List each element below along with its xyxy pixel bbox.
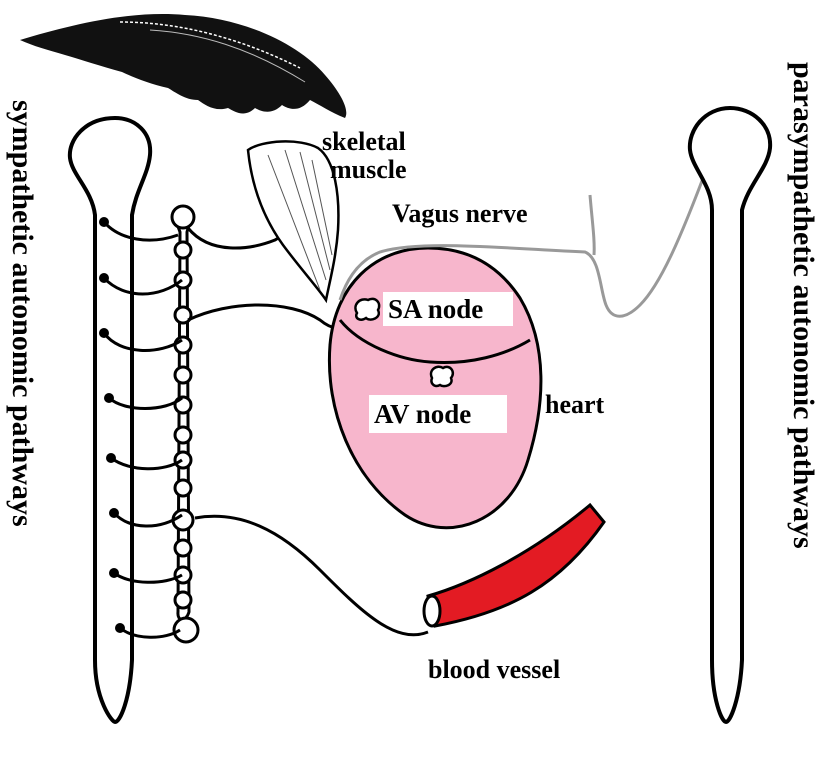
- parasympathetic-pathways-label: parasympathetic autonomic pathways: [787, 62, 820, 549]
- skeletal-muscle-shape: [246, 140, 340, 304]
- sympathetic-pathways-label: sympathetic autonomic pathways: [6, 100, 39, 527]
- av-node-label: AV node: [374, 399, 471, 429]
- skeletal-muscle-label-line1: skeletal: [322, 127, 406, 156]
- wing-illustration: [20, 14, 347, 118]
- heart-inner-line: [338, 319, 531, 365]
- sympathetic-spinal-cord: [67, 115, 153, 725]
- heart-label: heart: [545, 390, 605, 419]
- av-node-label-bg: [369, 395, 507, 433]
- vagus-nerve-branch: [588, 194, 596, 256]
- skeletal-muscle-label-line2: muscle: [330, 155, 407, 184]
- preganglionic-fibers: [102, 220, 183, 639]
- vagus-nerve-label: Vagus nerve: [392, 199, 528, 228]
- sa-node-marker: [354, 297, 381, 321]
- av-node-marker: [429, 365, 455, 388]
- blood-vessel-label: blood vessel: [428, 655, 560, 684]
- vagus-nerve-path: [338, 164, 710, 318]
- heart-shape: [327, 246, 543, 530]
- blood-vessel-shape: [422, 502, 606, 628]
- sa-node-label-bg: [383, 292, 513, 326]
- sa-node-label: SA node: [388, 294, 483, 324]
- parasympathetic-spinal-cord: [687, 105, 773, 725]
